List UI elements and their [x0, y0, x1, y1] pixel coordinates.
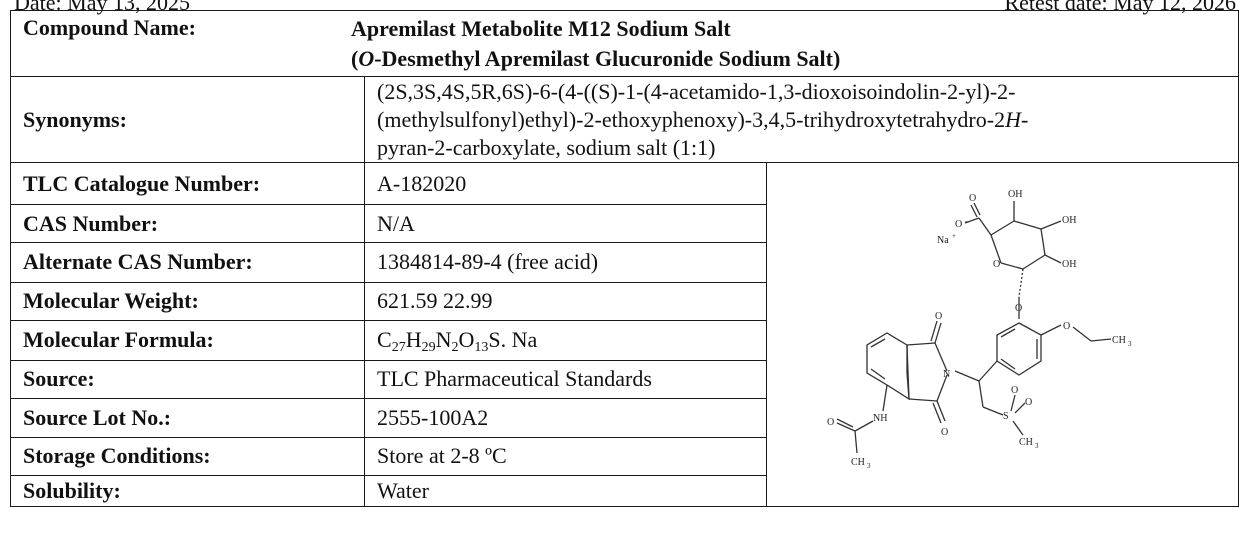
structure-atom-label: S [1003, 411, 1009, 422]
solubility-value: Water [364, 475, 767, 507]
structure-atom-label: O [935, 311, 942, 322]
svg-text:3: 3 [1035, 442, 1039, 450]
molecular-formula-value: C27H29N2O13S. Na [364, 319, 767, 361]
compound-name-value: Apremilast Metabolite M12 Sodium Salt (O… [351, 14, 840, 74]
source-lot-label: Source Lot No.: [10, 397, 365, 438]
structure-atom-label: O [993, 259, 1000, 270]
compound-name-row: Compound Name: Apremilast Metabolite M12… [9, 10, 1240, 77]
compound-name-line1: Apremilast Metabolite M12 Sodium Salt [351, 15, 731, 41]
svg-text:3: 3 [1128, 340, 1132, 348]
molecular-formula-label: Molecular Formula: [10, 319, 365, 361]
structure-atom-label: O [1063, 321, 1070, 332]
svg-text:3: 3 [867, 462, 871, 470]
structure-atom-label: OH [1062, 215, 1076, 226]
synonyms-value: (2S,3S,4S,5R,6S)-6-(4-((S)-1-(4-acetamid… [363, 76, 1240, 163]
structure-atom-label: O [827, 417, 834, 428]
svg-text:-: - [965, 217, 968, 225]
structure-atom-label: O [941, 427, 948, 438]
structure-atom-label: CH [1112, 335, 1126, 346]
table-row: Molecular Weight: 621.59 22.99 [10, 281, 1239, 321]
structure-atom-label: O [955, 219, 962, 230]
table-row: TLC Catalogue Number: A-182020 [10, 161, 1240, 507]
structure-atom-label: CH [1019, 437, 1033, 448]
structure-atom-label: O [1025, 397, 1032, 408]
source-label: Source: [10, 359, 365, 399]
structure-atom-label: N [943, 369, 950, 380]
chemical-structure-image: O O - OH OH OH Na + O O O CH 3 O O N S [827, 189, 1132, 470]
alternate-cas-value: 1384814-89-4 (free acid) [364, 241, 767, 283]
structure-atom-label: CH [851, 457, 865, 468]
structure-atom-label: O [1011, 385, 1018, 396]
storage-conditions-value: Store at 2-8 ºC [364, 436, 767, 477]
table-row: Alternate CAS Number: 1384814-89-4 (free… [10, 241, 1239, 283]
compound-name-label: Compound Name: [23, 14, 196, 40]
alternate-cas-label: Alternate CAS Number: [10, 241, 365, 283]
catalogue-number-label: TLC Catalogue Number: [10, 161, 365, 206]
storage-conditions-label: Storage Conditions: [10, 436, 365, 477]
table-row: Source: TLC Pharmaceutical Standards [10, 359, 1239, 399]
structure-atom-label: O [1015, 303, 1022, 314]
catalogue-number-value: A-182020 [364, 161, 767, 206]
source-lot-value: 2555-100A2 [364, 397, 767, 438]
solubility-label: Solubility: [10, 475, 365, 507]
svg-text:+: + [952, 232, 956, 240]
cas-number-value: N/A [364, 204, 767, 243]
compound-name-line2: (O-Desmethyl Apremilast Glucuronide Sodi… [351, 45, 841, 71]
source-value: TLC Pharmaceutical Standards [364, 359, 767, 399]
table-row: Molecular Formula: C27H29N2O13S. Na [10, 319, 1239, 361]
table-row: Storage Conditions: Store at 2-8 ºC [10, 436, 1239, 477]
synonyms-row: Synonyms: (2S,3S,4S,5R,6S)-6-(4-((S)-1-(… [10, 76, 1240, 163]
molecular-weight-value: 621.59 22.99 [364, 281, 767, 321]
structure-atom-label: O [969, 193, 976, 204]
table-row: Source Lot No.: 2555-100A2 [10, 397, 1239, 438]
structure-atom-label: Na [937, 235, 949, 246]
molecular-weight-label: Molecular Weight: [10, 281, 365, 321]
structure-atom-label: NH [873, 413, 887, 424]
cas-number-label: CAS Number: [10, 204, 365, 243]
structure-atom-label: OH [1062, 259, 1076, 270]
compound-info-table: Compound Name: Apremilast Metabolite M12… [9, 10, 1240, 507]
synonyms-label: Synonyms: [10, 76, 365, 163]
structure-atom-label: OH [1008, 189, 1022, 200]
table-row: Solubility: Water [10, 475, 1239, 507]
structure-cell: O O - OH OH OH Na + O O O CH 3 O O N S [765, 162, 1240, 507]
